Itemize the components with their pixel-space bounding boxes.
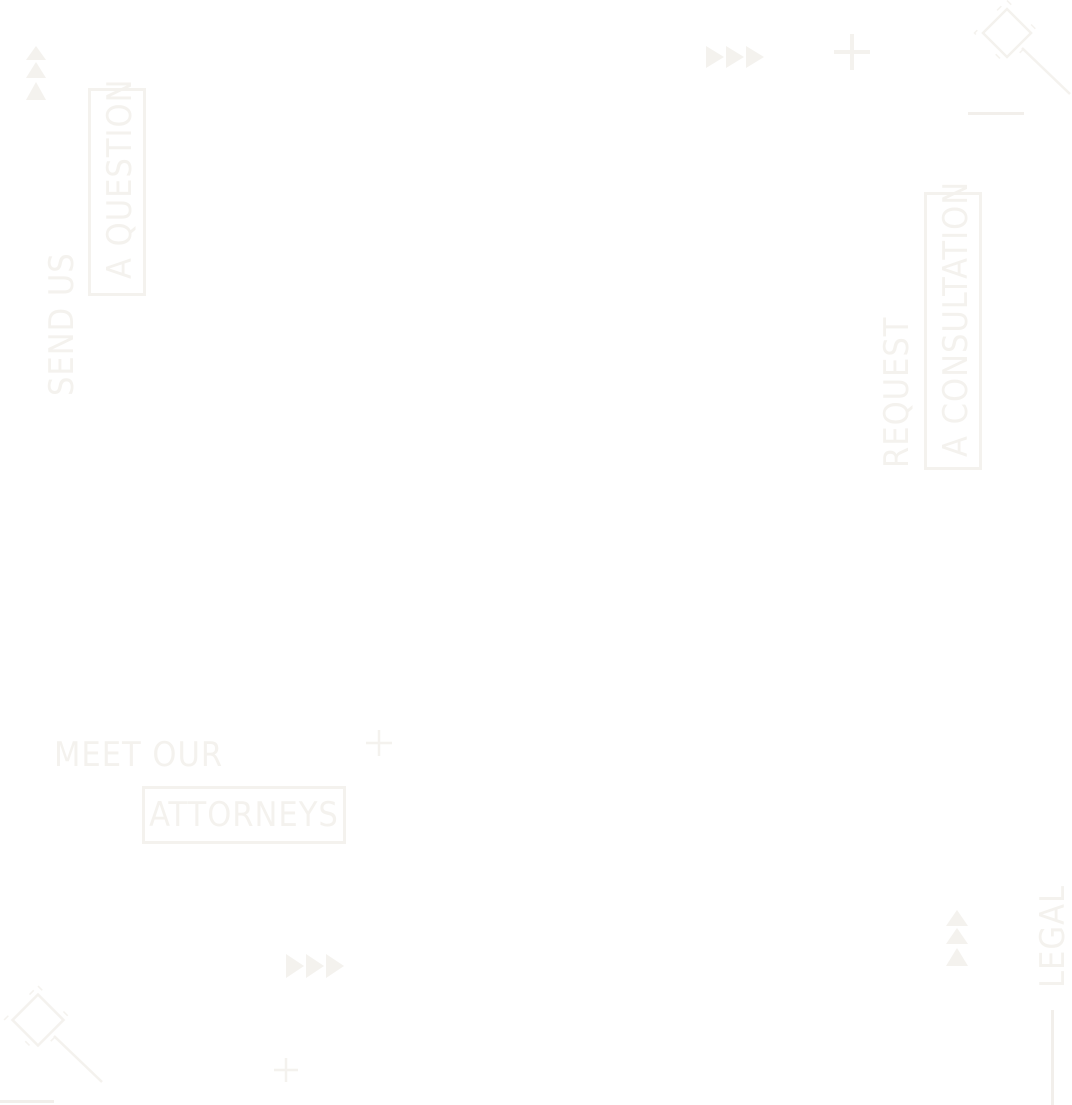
request-consultation-line2: A CONSULTATION (936, 180, 976, 457)
triple-arrow-right-icon (706, 46, 764, 68)
meet-attorneys-line2: ATTORNEYS (149, 795, 339, 835)
request-consultation-box[interactable]: A CONSULTATION (924, 181, 982, 470)
send-question-line2: A QUESTION (100, 78, 140, 280)
gavel-icon (973, 0, 1071, 95)
send-question-line1: SEND US (42, 252, 82, 396)
triple-arrow-up-icon (946, 910, 968, 966)
plus-icon (274, 1058, 298, 1082)
plus-icon (366, 730, 392, 756)
request-consultation-link[interactable]: REQUEST A CONSULTATION (876, 181, 986, 480)
meet-attorneys-link[interactable]: MEET OUR ATTORNEYS (54, 736, 354, 846)
divider-line (0, 1100, 54, 1103)
send-question-box[interactable]: A QUESTION (88, 79, 146, 296)
divider-line (968, 112, 1024, 115)
send-question-link[interactable]: SEND US A QUESTION (40, 79, 150, 406)
legal-line (1051, 1010, 1054, 1105)
gavel-icon (2, 984, 103, 1083)
meet-attorneys-line1: MEET OUR (54, 735, 224, 775)
triple-arrow-right-icon (286, 954, 344, 978)
plus-icon (834, 34, 870, 70)
request-consultation-line1: REQUEST (877, 316, 917, 468)
meet-attorneys-box[interactable]: ATTORNEYS (142, 786, 346, 844)
triple-arrow-up-icon (26, 46, 46, 100)
legal-link[interactable]: LEGAL (1033, 884, 1072, 988)
